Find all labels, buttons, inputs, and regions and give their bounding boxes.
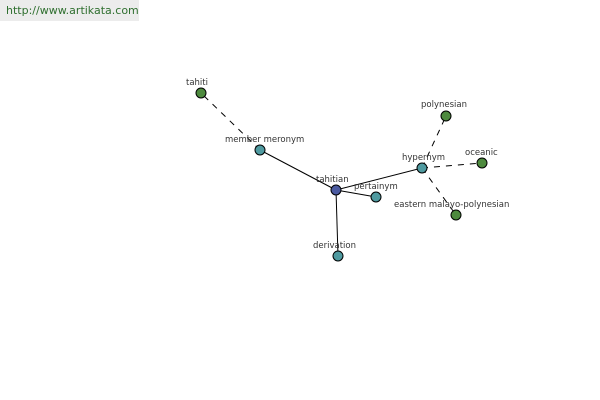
edge-tahitian-to-derivation: [335, 189, 339, 257]
node-hypernym[interactable]: hypernym: [402, 153, 445, 174]
url-watermark-bar: http://www.artikata.com: [0, 0, 139, 21]
node-pertainym[interactable]: pertainym: [354, 182, 398, 203]
node-circle-hypernym[interactable]: [416, 162, 428, 174]
node-label-member-meronym: member meronym: [225, 135, 304, 145]
node-circle-tahiti[interactable]: [195, 87, 207, 99]
node-polynesian[interactable]: polynesian: [421, 100, 467, 122]
node-tahiti[interactable]: tahiti: [186, 78, 208, 99]
edges-layer: [200, 92, 483, 257]
node-tahitian[interactable]: tahitian: [316, 175, 349, 196]
node-label-tahitian: tahitian: [316, 175, 349, 185]
node-circle-derivation[interactable]: [332, 250, 344, 262]
node-label-oceanic: oceanic: [465, 148, 498, 158]
node-circle-member-meronym[interactable]: [254, 144, 266, 156]
edge-hypernym-to-polynesian: [421, 115, 447, 169]
url-watermark-text: http://www.artikata.com: [6, 4, 139, 17]
edge-hypernym-to-oceanic: [421, 162, 483, 169]
edge-tahitian-to-member-meronym: [259, 149, 337, 191]
edge-tahitian-to-pertainym: [335, 189, 377, 198]
node-label-tahiti: tahiti: [186, 78, 208, 88]
node-circle-oceanic[interactable]: [476, 157, 488, 169]
node-oceanic[interactable]: oceanic: [465, 148, 498, 169]
node-label-polynesian: polynesian: [421, 100, 467, 110]
node-eastern-malayo-polynesian[interactable]: eastern malayo-polynesian: [394, 200, 509, 221]
node-label-pertainym: pertainym: [354, 182, 398, 192]
node-circle-eastern-malayo-polynesian[interactable]: [450, 209, 462, 221]
nodes-layer: tahitian member meronym hypernym pertainym d…: [186, 78, 509, 262]
node-label-eastern-malayo-polynesian: eastern malayo-polynesian: [394, 200, 509, 210]
edge-tahitian-to-hypernym: [335, 167, 423, 191]
node-derivation[interactable]: derivation: [313, 241, 356, 262]
edge-hypernym-to-eastern-malayo-polynesian: [421, 167, 457, 216]
node-label-derivation: derivation: [313, 241, 356, 251]
edge-member-meronym-to-tahiti: [200, 92, 261, 151]
node-member-meronym[interactable]: member meronym: [225, 135, 304, 156]
node-label-hypernym: hypernym: [402, 153, 445, 163]
node-circle-polynesian[interactable]: [440, 110, 452, 122]
node-circle-tahitian[interactable]: [330, 184, 342, 196]
node-circle-pertainym[interactable]: [370, 191, 382, 203]
